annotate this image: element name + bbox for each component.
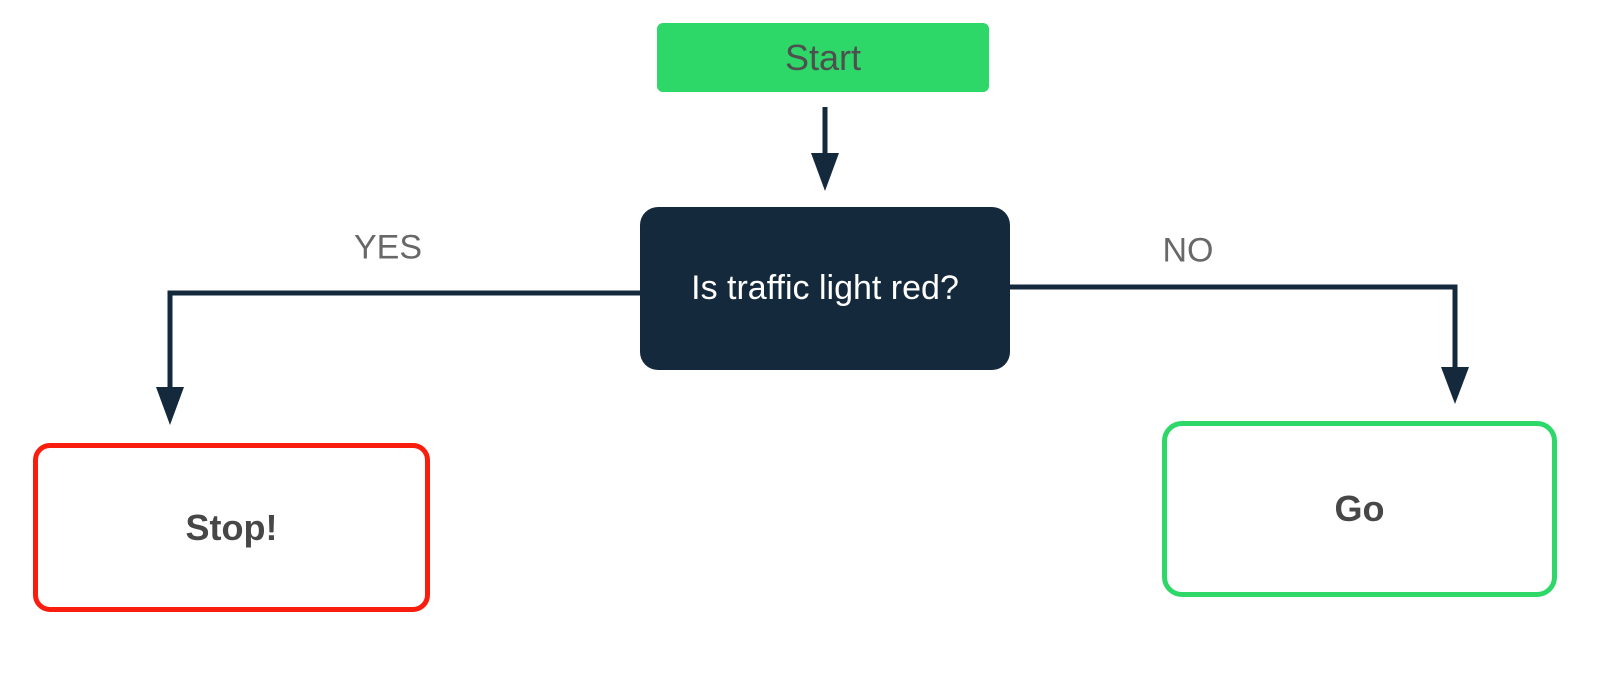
arrow-start-to-decision [811, 107, 839, 191]
edge-label-no: NO [1162, 231, 1214, 270]
node-start-label: Start [784, 36, 862, 78]
node-go-label: Go [1334, 488, 1385, 529]
node-start: Start [657, 23, 989, 92]
node-stop-label: Stop! [185, 506, 278, 548]
node-decision-label: Is traffic light red? [691, 269, 959, 307]
node-stop: Stop! [33, 443, 430, 612]
edge-label-yes: YES [353, 228, 423, 267]
node-decision: Is traffic light red? [640, 207, 1010, 370]
node-go: Go [1162, 421, 1557, 597]
arrow-decision-to-stop [156, 290, 648, 425]
arrow-decision-to-go [1002, 284, 1469, 404]
